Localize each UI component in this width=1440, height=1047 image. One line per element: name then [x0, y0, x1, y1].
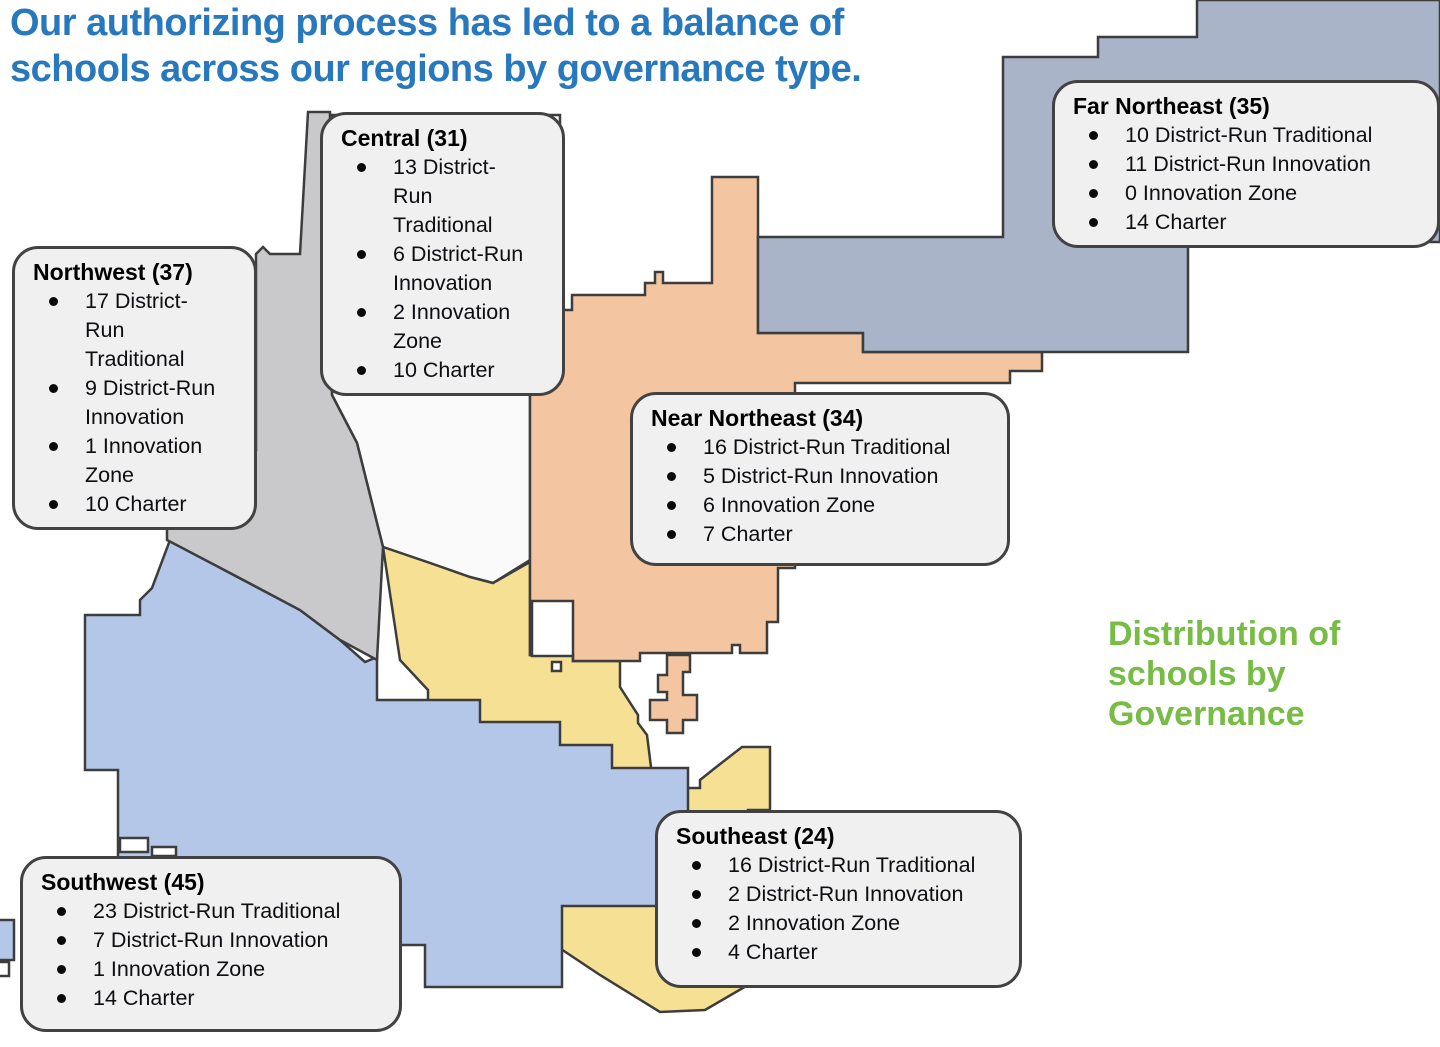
- list-item: 14 Charter: [1069, 208, 1413, 237]
- callout-southwest-title: Southwest (45): [41, 869, 205, 895]
- callout-central: Central (31) 13 District-Run Traditional…: [320, 112, 565, 396]
- list-item: 1 Innovation Zone: [29, 432, 216, 490]
- callout-near-northeast-list: 16 District-Run Traditional 5 District-R…: [647, 433, 983, 549]
- list-item: 16 District-Run Traditional: [672, 851, 995, 880]
- region-near-northeast-enclave: [530, 599, 575, 658]
- list-item: 2 District-Run Innovation: [672, 880, 995, 909]
- region-near-northeast-tail-shape: [648, 653, 699, 735]
- list-item: 0 Innovation Zone: [1069, 179, 1413, 208]
- region-southwest-pocket-1: [118, 836, 150, 854]
- callout-southeast-title: Southeast (24): [676, 823, 835, 849]
- list-item: 23 District-Run Traditional: [37, 897, 375, 926]
- list-item: 2 Innovation Zone: [337, 298, 524, 356]
- list-item: 11 District-Run Innovation: [1069, 150, 1413, 179]
- list-item: 7 District-Run Innovation: [37, 926, 375, 955]
- list-item: 17 District-Run Traditional: [29, 287, 216, 374]
- list-item: 2 Innovation Zone: [672, 909, 995, 938]
- callout-southeast-list: 16 District-Run Traditional 2 District-R…: [672, 851, 995, 967]
- callout-southeast: Southeast (24) 16 District-Run Tradition…: [655, 810, 1022, 988]
- callout-central-list: 13 District-Run Traditional 6 District-R…: [337, 153, 524, 385]
- region-southwest-sliver-1: [0, 918, 16, 962]
- region-southwest-sliver-2: [0, 960, 11, 978]
- page-title-line-2: schools across our regions by governance…: [10, 48, 862, 90]
- callout-far-northeast-list: 10 District-Run Traditional 11 District-…: [1069, 121, 1413, 237]
- annotation-line-1: Distribution of: [1108, 615, 1341, 653]
- callout-northwest-title: Northwest (37): [33, 259, 193, 285]
- list-item: 10 Charter: [337, 356, 524, 385]
- list-item: 4 Charter: [672, 938, 995, 967]
- list-item: 6 District-Run Innovation: [337, 240, 524, 298]
- annotation-distribution: Distribution of schools by Governance: [1108, 614, 1408, 734]
- callout-far-northeast: Far Northeast (35) 10 District-Run Tradi…: [1052, 80, 1440, 248]
- list-item: 14 Charter: [37, 984, 375, 1013]
- region-southwest-pocket-2: [150, 845, 178, 858]
- callout-southwest-list: 23 District-Run Traditional 7 District-R…: [37, 897, 375, 1013]
- list-item: 10 Charter: [29, 490, 216, 519]
- list-item: 5 District-Run Innovation: [647, 462, 983, 491]
- list-item: 10 District-Run Traditional: [1069, 121, 1413, 150]
- region-near-northeast-enclave-dot: [550, 660, 563, 673]
- callout-northwest-list: 17 District-Run Traditional 9 District-R…: [29, 287, 216, 519]
- list-item: 9 District-Run Innovation: [29, 374, 216, 432]
- callout-far-northeast-title: Far Northeast (35): [1073, 93, 1270, 119]
- list-item: 13 District-Run Traditional: [337, 153, 524, 240]
- callout-near-northeast: Near Northeast (34) 16 District-Run Trad…: [630, 392, 1010, 566]
- list-item: 1 Innovation Zone: [37, 955, 375, 984]
- list-item: 7 Charter: [647, 520, 983, 549]
- callout-near-northeast-title: Near Northeast (34): [651, 405, 864, 431]
- callout-southwest: Southwest (45) 23 District-Run Tradition…: [20, 856, 402, 1032]
- callout-central-title: Central (31): [341, 125, 468, 151]
- callout-northwest: Northwest (37) 17 District-Run Tradition…: [12, 246, 257, 530]
- page-title-line-1: Our authorizing process has led to a bal…: [10, 2, 844, 44]
- list-item: 16 District-Run Traditional: [647, 433, 983, 462]
- page-title: Our authorizing process has led to a bal…: [10, 0, 990, 92]
- annotation-line-3: Governance: [1108, 695, 1305, 733]
- annotation-line-2: schools by: [1108, 655, 1286, 693]
- list-item: 6 Innovation Zone: [647, 491, 983, 520]
